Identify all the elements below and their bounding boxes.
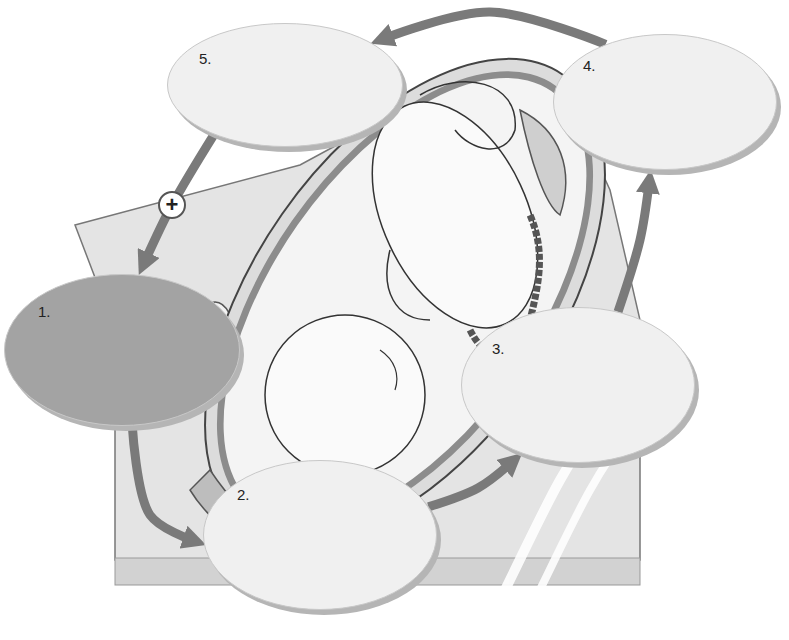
- fetus-leg: [420, 82, 515, 149]
- fetus-ear: [380, 350, 397, 390]
- fetus-head: [265, 315, 425, 475]
- callout-number: 4.: [583, 58, 596, 75]
- feedback-arrow: [132, 426, 191, 540]
- ellipse-fill: [554, 35, 777, 170]
- fetus-arm: [387, 250, 430, 320]
- callout-number: 5.: [199, 51, 212, 68]
- ellipse-outline: [203, 460, 437, 610]
- ellipse-fill: [462, 308, 695, 463]
- feedback-ellipse: 1.: [4, 274, 240, 426]
- feedback-arrow: [145, 135, 214, 261]
- feedback-arrow: [618, 185, 649, 311]
- ellipse-outline: [553, 34, 777, 170]
- callout-number: 1.: [38, 304, 51, 321]
- ellipse-outline: [4, 274, 240, 426]
- ellipse-fill: [5, 275, 240, 426]
- feedback-ellipse: 5.: [167, 23, 403, 147]
- ellipse-outline: [167, 23, 403, 147]
- ellipse-outline: [461, 307, 695, 463]
- callout-number: 2.: [237, 487, 250, 504]
- feedback-ellipse: 3.: [461, 307, 695, 463]
- ellipse-fill: [168, 24, 403, 147]
- feedback-arrow: [428, 464, 510, 507]
- feedback-arrow: [385, 12, 605, 44]
- feedback-ellipse: 2.: [203, 460, 437, 610]
- ellipse-fill: [204, 461, 437, 610]
- feedback-ellipse: 4.: [553, 34, 777, 170]
- plus-sign: +: [158, 191, 186, 219]
- callout-number: 3.: [492, 341, 505, 358]
